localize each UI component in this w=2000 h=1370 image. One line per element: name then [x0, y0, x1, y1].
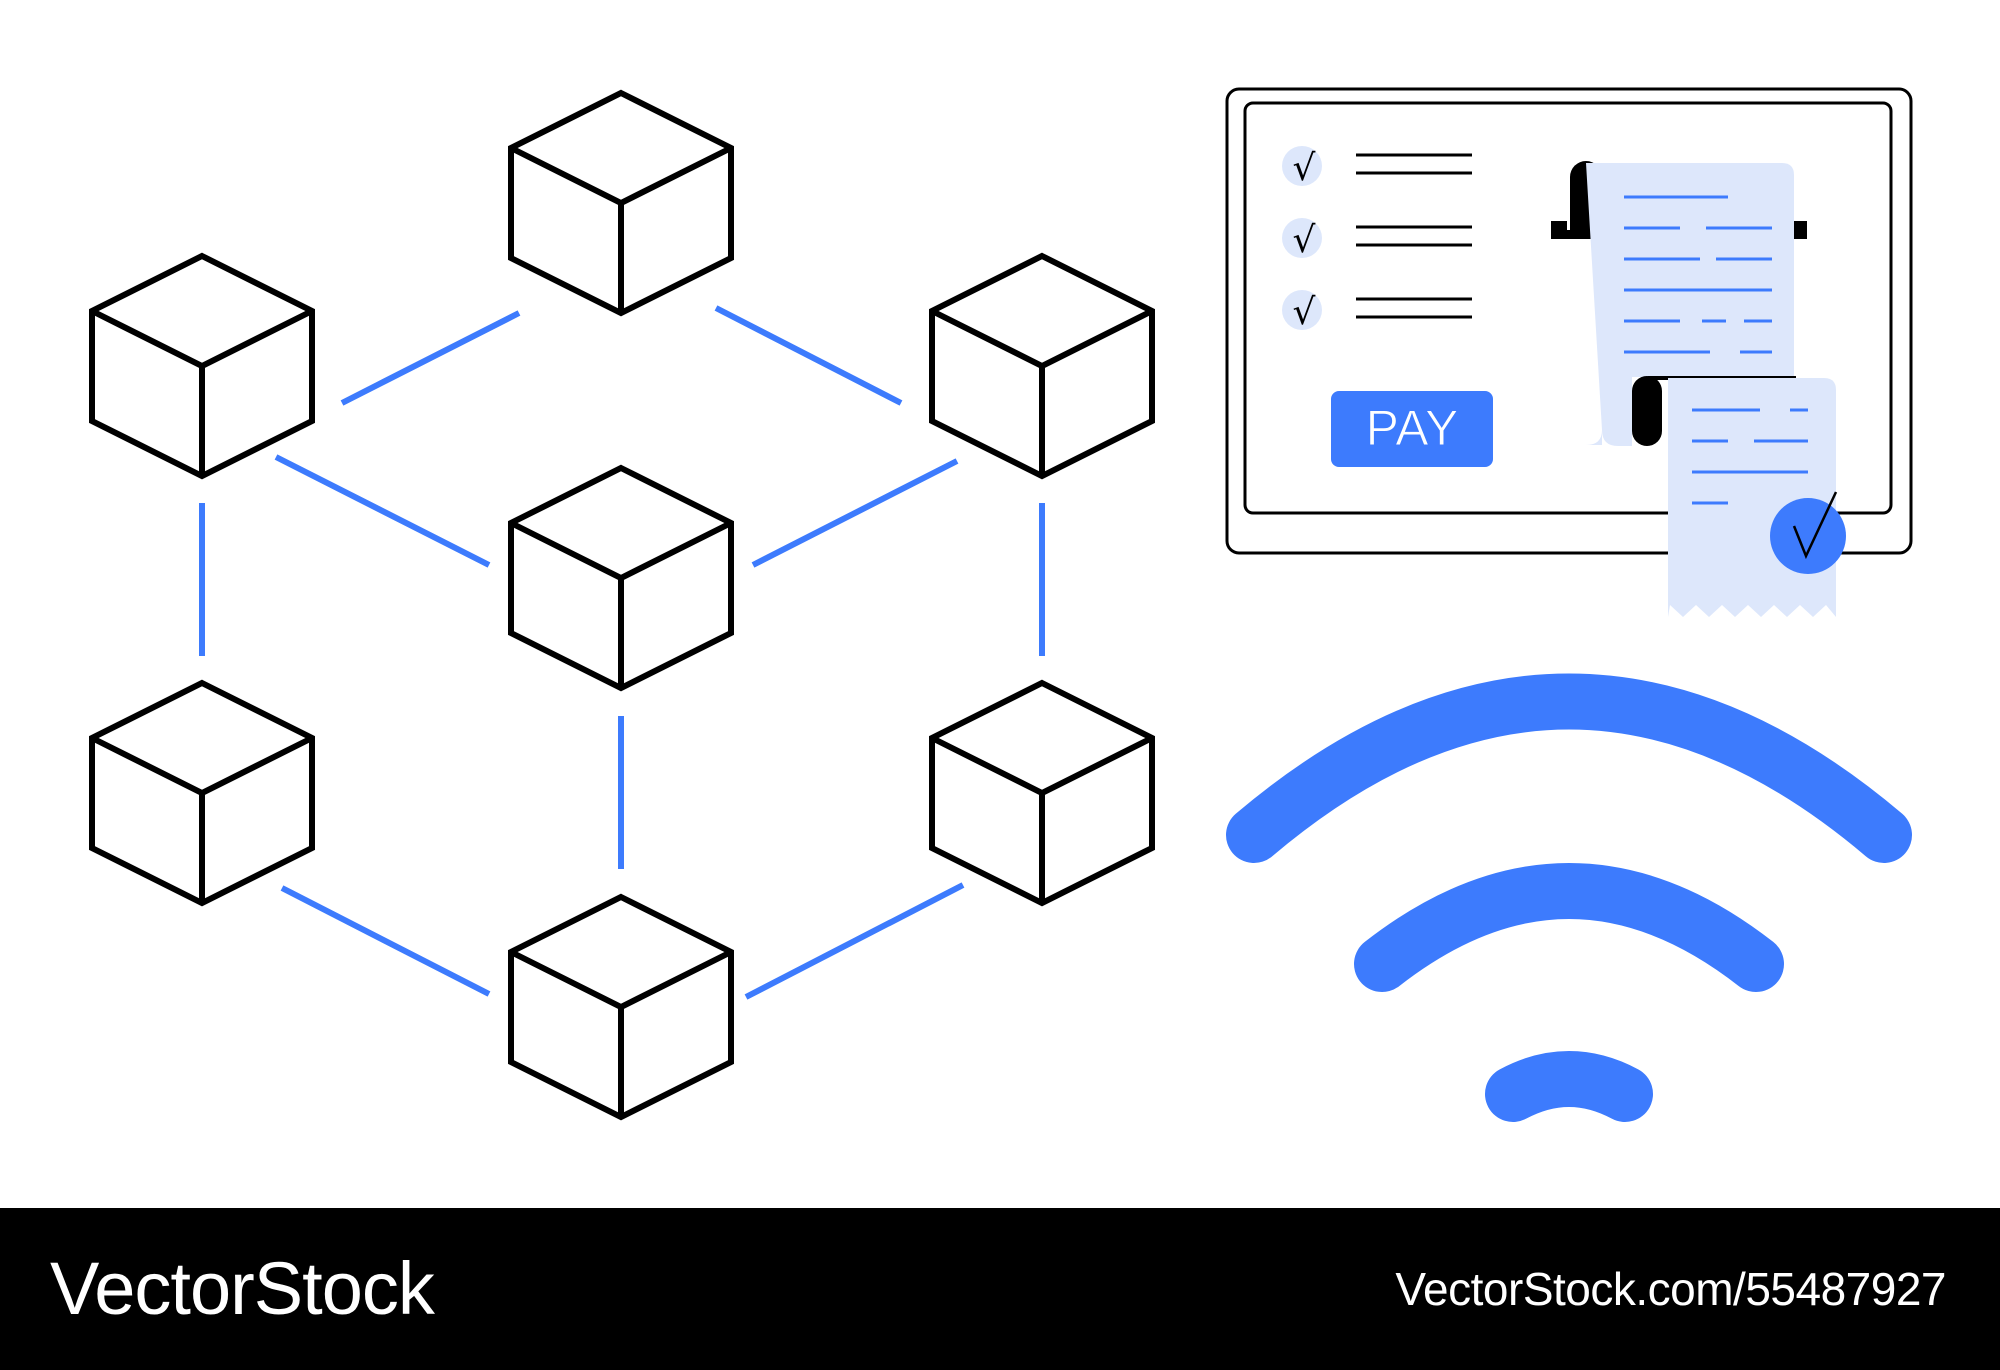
receipt-icon	[1551, 161, 1846, 617]
network-connections	[199, 305, 1045, 1000]
block-cube-upper-right	[932, 256, 1152, 476]
check-mark-3: √	[1293, 292, 1316, 333]
block-cube-upper-left	[92, 256, 312, 476]
pay-button[interactable]: PAY	[1331, 391, 1493, 467]
signal-arc-middle	[1354, 863, 1784, 992]
signal-arc-inner	[1485, 1051, 1653, 1122]
block-cube-bottom	[511, 897, 731, 1117]
receipt-lines-lower	[1692, 408, 1808, 505]
block-cube-center	[511, 468, 731, 688]
block-cube-lower-left	[92, 683, 312, 903]
check-icon	[1282, 290, 1322, 330]
check-icon	[1282, 146, 1322, 186]
block-cube-top	[511, 93, 731, 313]
verified-check-icon	[1770, 491, 1846, 574]
footer-bar: VectorStock VectorStock.com/55487927	[0, 1208, 2000, 1370]
brand-logo-text: VectorStock	[50, 1247, 435, 1330]
checklist: √ √ √	[1282, 146, 1472, 333]
check-icon	[1282, 218, 1322, 258]
blockchain-network-icon	[92, 93, 1152, 1117]
check-mark-1: √	[1293, 148, 1316, 189]
source-url: VectorStock.com/55487927	[1395, 1263, 1946, 1315]
illustration: √ √ √ PAY	[0, 87, 1913, 1122]
receipt-lines	[1624, 195, 1772, 354]
block-cube-lower-right	[932, 683, 1152, 903]
signal-arc-outer	[1226, 673, 1912, 863]
pay-button-label: PAY	[1366, 400, 1459, 456]
check-mark-2: √	[1293, 220, 1316, 261]
wireless-signal-icon	[1226, 673, 1912, 1122]
